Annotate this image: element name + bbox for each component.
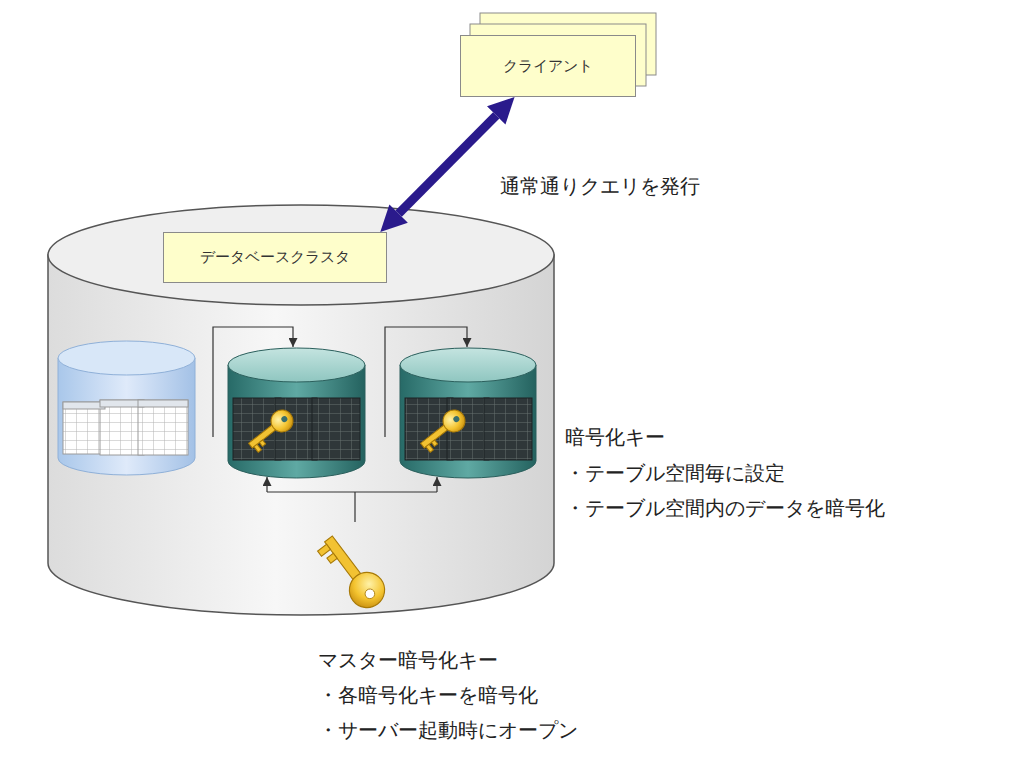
table-header [63,402,105,409]
cluster-cylinder-top [48,205,554,305]
master-key-note: ・各暗号化キーを暗号化 [318,683,718,707]
table-icon [312,398,360,460]
node-text: クライアント [503,57,593,76]
table-icon [63,402,105,454]
client-box: クライアント [460,35,636,97]
encrypt-loop-arrow [213,327,293,437]
key-note: ・テーブル空間内のデータを暗号化 [565,496,1005,520]
master-key-line [267,491,437,492]
table-icon [138,400,188,455]
table-header [100,400,144,407]
encrypt-loop-arrow [385,327,467,437]
tablespace-cylinder [58,358,195,475]
cluster-box: データベースクラスタ [163,232,387,283]
master-key-line [354,492,355,522]
key-note: ・テーブル空間毎に設定 [565,461,985,485]
master-key-note: ・サーバー起動時にオープン [318,718,718,742]
key-icon [244,406,298,455]
table-header [138,400,188,407]
tablespace-cylinder-top [58,341,195,375]
key-heading: 暗号化キー [565,425,985,449]
edge-label: 通常通りクエリを発行 [500,174,760,198]
table-icon [100,400,144,455]
master-key-icon [314,528,391,614]
master-key-arrow [266,477,267,492]
master-key-heading: マスター暗号化キー [318,648,718,672]
query-arrow [399,115,497,213]
master-key-arrow [436,477,437,492]
encrypted-tablespace-top [228,348,365,382]
encrypted-tablespace-top [400,348,536,382]
key-icon [416,406,470,455]
table-icon [484,398,532,460]
cluster-cylinder [48,255,554,615]
node-text: データベースクラスタ [200,248,350,267]
